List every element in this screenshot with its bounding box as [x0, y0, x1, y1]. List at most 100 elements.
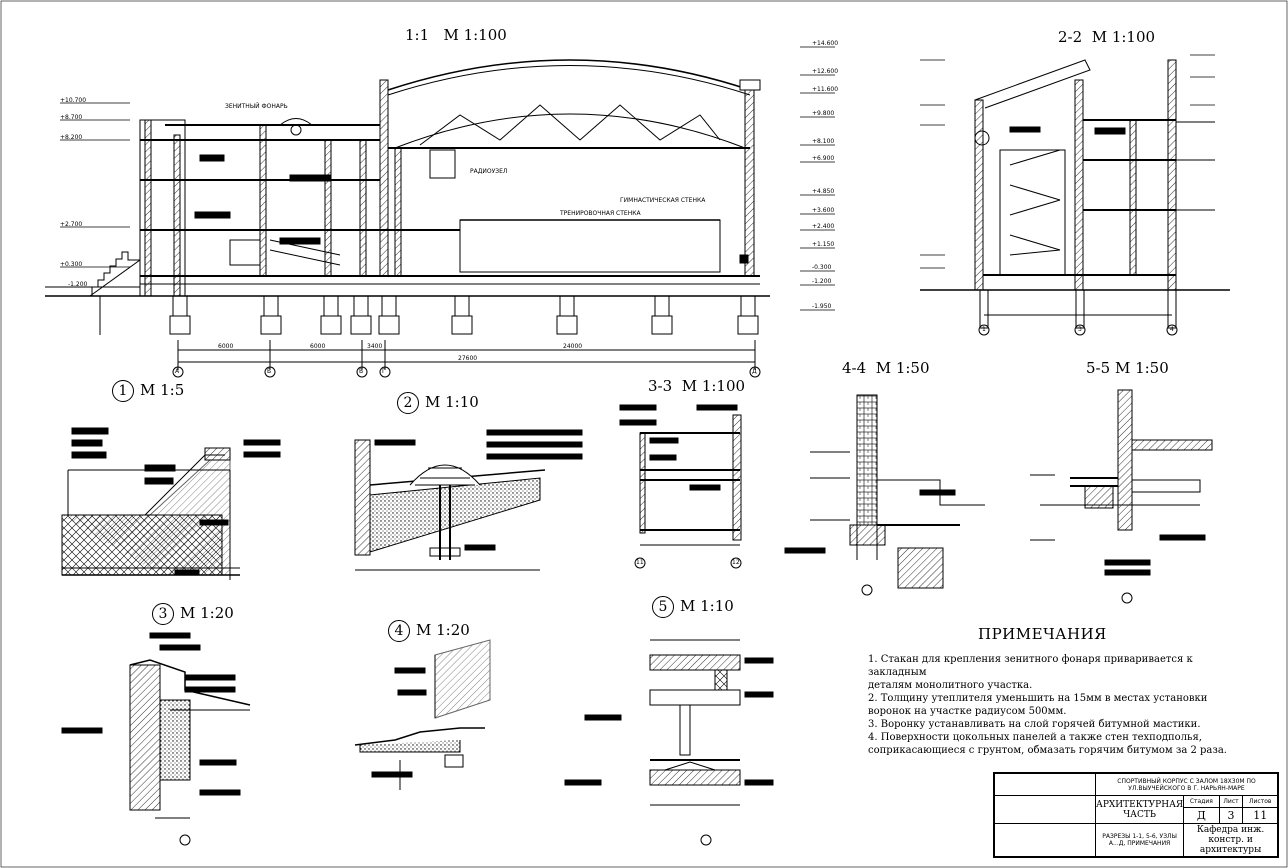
- note-line: 4. Поверхности цокольных панелей а также…: [868, 732, 1202, 743]
- notes-block: ПРИМЕЧАНИЯ 1. Стакан для крепления зенит…: [868, 625, 1248, 757]
- label-radiator: РАДИОУЗЕЛ: [470, 168, 508, 175]
- tb-stage: Д: [1183, 807, 1220, 824]
- label-gym-wall: ГИМНАСТИЧЕСКАЯ СТЕНКА: [620, 197, 706, 204]
- section-1-1-num: 1:1: [405, 26, 430, 44]
- section-4-4-num: 4-4: [842, 359, 867, 377]
- notes-heading: ПРИМЕЧАНИЯ: [978, 625, 1107, 643]
- tb-sheet-label: Лист: [1218, 795, 1244, 808]
- tb-sheets: 11: [1242, 807, 1278, 824]
- note-line: деталям монолитного участка.: [868, 680, 1033, 691]
- node-2-detail: [354, 429, 583, 571]
- node-2-scale: М 1:10: [425, 393, 479, 411]
- note-line: 3. Воронку устанавливать на слой горячей…: [868, 719, 1201, 730]
- node-5-scale: М 1:10: [680, 597, 734, 615]
- note-line: воронок на участке радиусом 500мм.: [868, 706, 1067, 717]
- note-line: соприкасающиеся с грунтом, обмазать горя…: [868, 745, 1227, 756]
- title-block: СПОРТИВНЫЙ КОРПУС С ЗАЛОМ 18Х30М ПО УЛ.В…: [993, 772, 1279, 858]
- tb-sheets-label: Листов: [1242, 795, 1278, 808]
- section-2-2-title: 2-2 М 1:100: [1058, 28, 1155, 46]
- elev-left: +0.300: [60, 261, 83, 268]
- elev-right: +9.800: [812, 110, 835, 117]
- node-1-scale: М 1:5: [140, 381, 185, 399]
- node-5-title: 5 М 1:10: [652, 596, 734, 618]
- node-4-title: 4 М 1:20: [388, 620, 470, 642]
- note-line: 1. Стакан для крепления зенитного фонаря…: [868, 654, 1193, 678]
- node-3-title: 3 М 1:20: [152, 603, 234, 625]
- elev-right: +14.600: [812, 40, 839, 47]
- axis-3-3: 12: [732, 559, 740, 566]
- axis-1-1: В: [359, 368, 364, 375]
- section-1-1-title: 1:1 М 1:100: [405, 26, 507, 44]
- section-2-2: [920, 54, 1230, 336]
- dim-1-1: 6000: [218, 343, 234, 350]
- node-4-scale: М 1:20: [416, 621, 470, 639]
- elev-right: +4.850: [812, 188, 835, 195]
- node-5-detail: [564, 639, 774, 846]
- section-3-3-scale: М 1:100: [681, 377, 746, 395]
- section-2-2-scale: М 1:100: [1091, 28, 1156, 46]
- section-3-3-title: 3-3 М 1:100: [648, 377, 745, 395]
- elev-right: +6.900: [812, 155, 835, 162]
- axis-1-1: Г: [382, 368, 386, 375]
- tb-part: АРХИТЕКТУРНАЯ ЧАСТЬ: [1094, 795, 1185, 824]
- elev-right: +1.150: [812, 241, 835, 248]
- node-2-num: 2: [397, 392, 419, 414]
- dim-1-1: 3400: [367, 343, 383, 350]
- tb-project: СПОРТИВНЫЙ КОРПУС С ЗАЛОМ 18Х30М ПО УЛ.В…: [1095, 773, 1278, 796]
- elev-right: +11.600: [812, 86, 839, 93]
- section-1-1-piles: [169, 295, 759, 335]
- label-zenith: ЗЕНИТНЫЙ ФОНАРЬ: [225, 103, 288, 110]
- node-1-title: 1 М 1:5: [112, 380, 184, 402]
- tb-sheet-title: РАЗРЕЗЫ 1-1, 5-6, УЗЛЫ А...Д, ПРИМЕЧАНИЯ: [1094, 823, 1185, 857]
- elev-right: -1.950: [812, 303, 832, 310]
- section-2-2-num: 2-2: [1058, 28, 1083, 46]
- elev-left: +2.700: [60, 221, 83, 228]
- node-2-title: 2 М 1:10: [397, 392, 479, 414]
- section-5-5: [1030, 389, 1213, 604]
- section-4-4-title: 4-4 М 1:50: [842, 359, 930, 377]
- axis-2-2: 3: [1078, 326, 1082, 333]
- dim-1-1: 24000: [563, 343, 583, 350]
- elev-left: +8.700: [60, 114, 83, 121]
- node-3-scale: М 1:20: [180, 604, 234, 622]
- elev-right: +8.100: [812, 138, 835, 145]
- dim-1-1: 6000: [310, 343, 326, 350]
- node-1-num: 1: [112, 380, 134, 402]
- node-1-detail: [61, 427, 281, 580]
- elev-right: -1.200: [812, 278, 832, 285]
- tb-org: Кафедра инж. констр. и архитектуры: [1183, 823, 1278, 857]
- section-4-4: [784, 394, 985, 596]
- node-4-num: 4: [388, 620, 410, 642]
- elev-right: +2.400: [812, 223, 835, 230]
- section-3-3-num: 3-3: [648, 377, 673, 395]
- axis-3-3: 11: [636, 559, 644, 566]
- elev-left: +10.700: [60, 97, 87, 104]
- elev-left: -1.200: [68, 281, 88, 288]
- section-5-5-title: 5-5 М 1:50: [1086, 359, 1169, 377]
- elev-right: +3.600: [812, 207, 835, 214]
- node-5-num: 5: [652, 596, 674, 618]
- label-training-wall: ТРЕНИРОВОЧНАЯ СТЕНКА: [560, 210, 641, 217]
- node-3-num: 3: [152, 603, 174, 625]
- dim-1-1-total: 27600: [458, 355, 478, 362]
- elev-right: -0.300: [812, 264, 832, 271]
- section-5-5-num: 5-5: [1086, 359, 1111, 377]
- axis-1-1: А: [175, 368, 180, 375]
- section-5-5-scale: М 1:50: [1114, 359, 1169, 377]
- elev-right: +12.600: [812, 68, 839, 75]
- node-3-detail: [61, 632, 251, 846]
- node-4-detail: [354, 639, 491, 790]
- tb-stage-label: Стадия: [1183, 795, 1220, 808]
- section-3-3: [619, 404, 742, 569]
- section-1-1: [45, 46, 835, 378]
- section-1-1-scale: М 1:100: [443, 26, 507, 44]
- note-line: 2. Толщину утеплителя уменьшить на 15мм …: [868, 693, 1208, 704]
- elev-left: +8.200: [60, 134, 83, 141]
- axis-1-1: Д: [752, 368, 757, 375]
- section-4-4-scale: М 1:50: [875, 359, 930, 377]
- tb-sheet: 3: [1218, 807, 1244, 824]
- axis-1-1: Б: [267, 368, 272, 375]
- axis-2-2: 4: [1170, 326, 1174, 333]
